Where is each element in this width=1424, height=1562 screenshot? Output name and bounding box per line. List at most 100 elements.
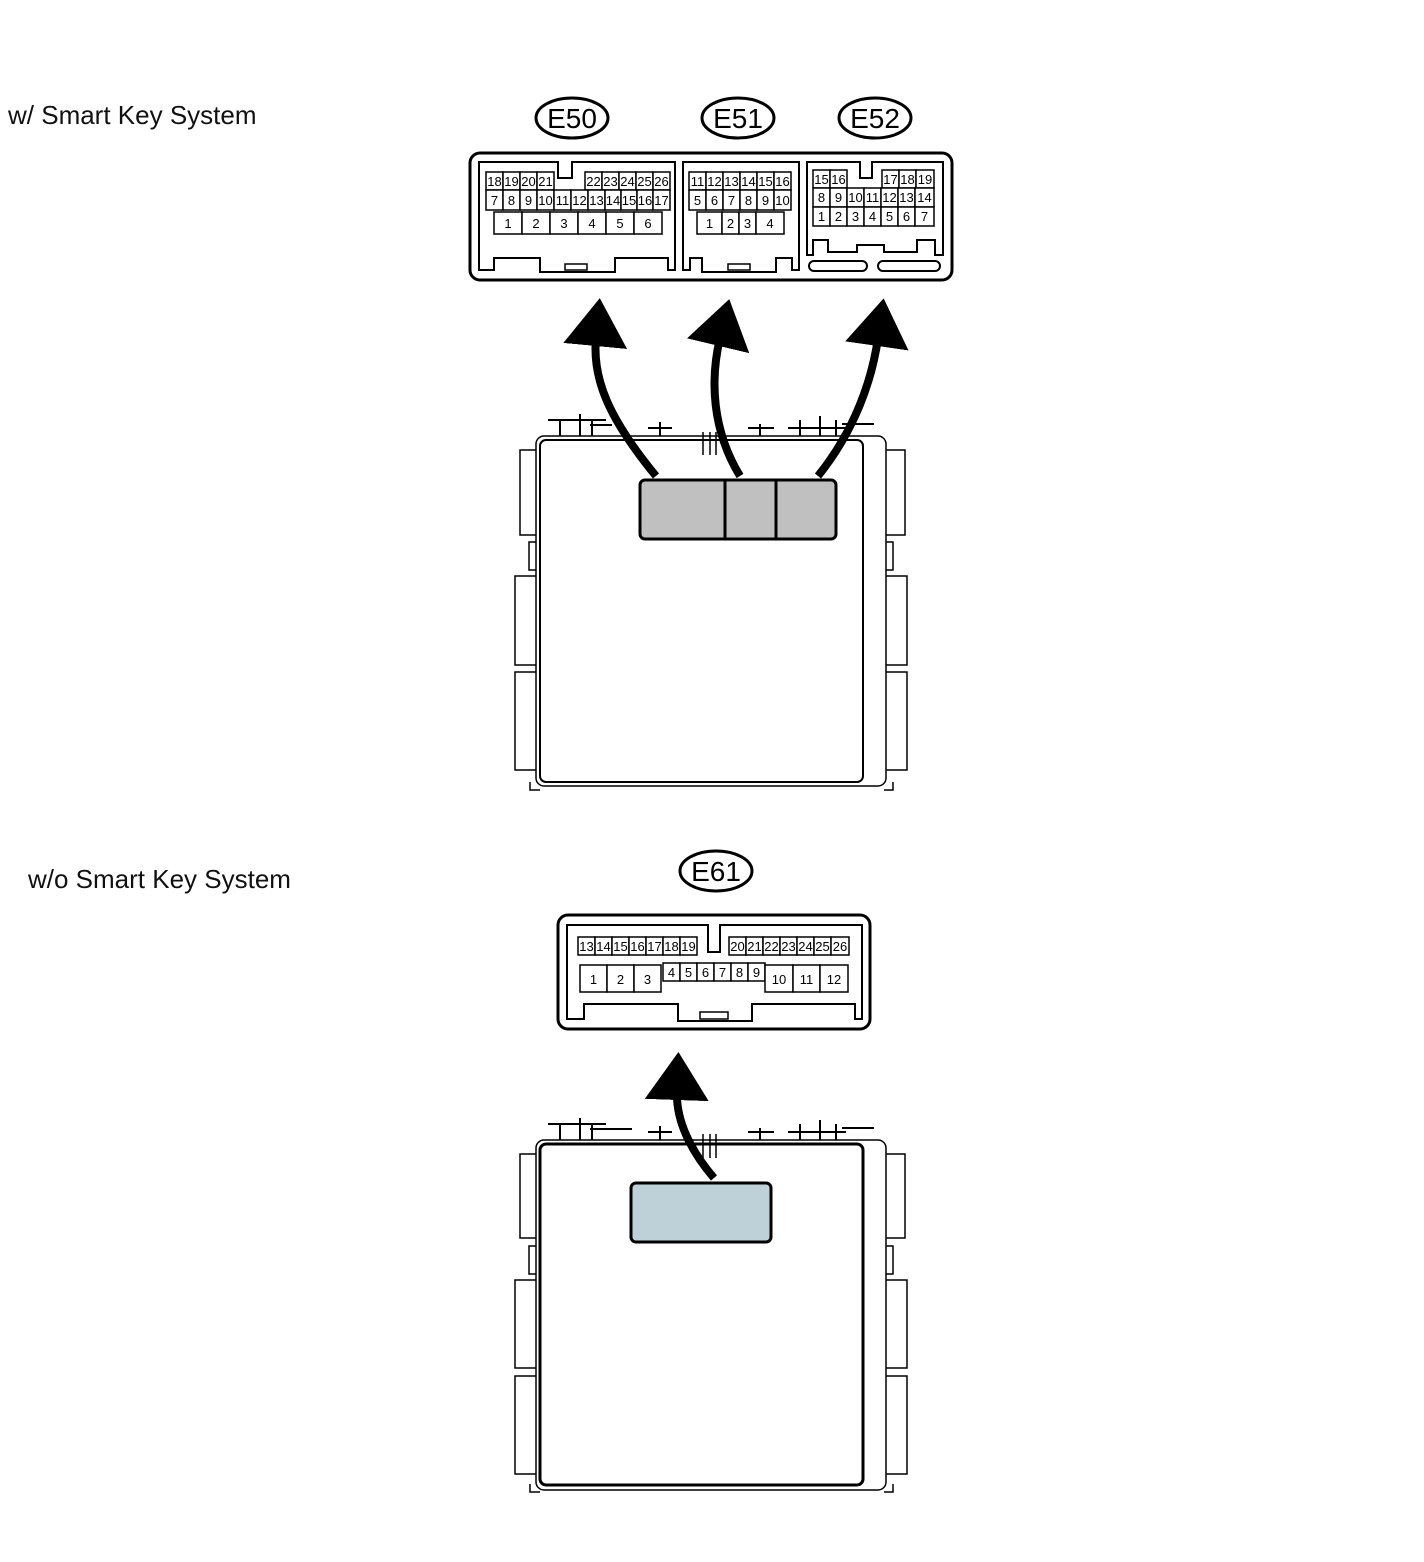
svg-text:15: 15 <box>622 193 636 208</box>
svg-text:25: 25 <box>637 174 651 189</box>
svg-text:2: 2 <box>617 972 624 987</box>
svg-text:2: 2 <box>532 216 539 231</box>
svg-text:7: 7 <box>719 965 726 980</box>
svg-text:13: 13 <box>899 190 913 205</box>
svg-text:6: 6 <box>903 209 910 224</box>
arrow-to-e61 <box>644 1052 718 1181</box>
svg-text:16: 16 <box>630 939 644 954</box>
connector-housing-e61 <box>556 913 872 1031</box>
svg-text:3: 3 <box>560 216 567 231</box>
svg-text:2: 2 <box>727 216 734 231</box>
svg-text:19: 19 <box>504 174 518 189</box>
svg-text:1: 1 <box>818 209 825 224</box>
svg-text:19: 19 <box>918 172 932 187</box>
svg-text:25: 25 <box>815 939 829 954</box>
svg-text:13: 13 <box>589 193 603 208</box>
connector-tag-label: E61 <box>691 856 741 887</box>
svg-text:3: 3 <box>852 209 859 224</box>
svg-text:23: 23 <box>603 174 617 189</box>
svg-text:1: 1 <box>504 216 511 231</box>
pin-grid-e61 <box>577 936 850 993</box>
svg-text:5: 5 <box>694 193 701 208</box>
svg-text:26: 26 <box>654 174 668 189</box>
svg-text:1: 1 <box>590 972 597 987</box>
arrow-to-e50 <box>563 298 660 479</box>
svg-text:14: 14 <box>596 939 610 954</box>
pin-labels-e52: 15 16 17 18 19 8 9 10 11 12 13 14 1 2 3 … <box>814 172 932 224</box>
svg-text:21: 21 <box>538 174 552 189</box>
section-without-smart-key: E61 <box>514 849 908 1493</box>
connector-housing-smart <box>468 151 954 282</box>
svg-text:6: 6 <box>702 965 709 980</box>
connector-tag-e61: E61 <box>678 849 754 893</box>
svg-text:12: 12 <box>827 972 841 987</box>
svg-text:11: 11 <box>866 190 880 205</box>
caption-without-smart-key: w/o Smart Key System <box>28 864 291 894</box>
ecu-receptacle-standard <box>629 1181 773 1244</box>
svg-text:4: 4 <box>668 965 675 980</box>
svg-text:14: 14 <box>606 193 620 208</box>
connector-tag-e51: E51 <box>700 96 776 140</box>
pin-labels-e51: 11 12 13 14 15 16 5 6 7 8 9 10 1 2 3 4 <box>691 174 790 231</box>
svg-text:5: 5 <box>685 965 692 980</box>
svg-text:8: 8 <box>508 193 515 208</box>
pin-grid-e52 <box>812 169 935 227</box>
svg-text:18: 18 <box>900 172 914 187</box>
svg-text:6: 6 <box>644 216 651 231</box>
svg-text:5: 5 <box>886 209 893 224</box>
connector-tag-e52: E52 <box>837 96 913 140</box>
svg-text:15: 15 <box>758 174 772 189</box>
svg-text:7: 7 <box>921 209 928 224</box>
svg-text:22: 22 <box>586 174 600 189</box>
arrow-to-e52 <box>814 298 909 479</box>
svg-text:12: 12 <box>572 193 586 208</box>
svg-text:11: 11 <box>691 174 705 189</box>
svg-text:9: 9 <box>835 190 842 205</box>
svg-text:3: 3 <box>744 216 751 231</box>
svg-text:10: 10 <box>538 193 552 208</box>
svg-text:9: 9 <box>525 193 532 208</box>
ecu-body-smart <box>514 414 908 791</box>
svg-text:4: 4 <box>766 216 773 231</box>
svg-text:10: 10 <box>848 190 862 205</box>
svg-text:11: 11 <box>800 972 814 987</box>
svg-text:17: 17 <box>883 172 897 187</box>
svg-text:2: 2 <box>835 209 842 224</box>
svg-text:6: 6 <box>711 193 718 208</box>
arrows-smart <box>563 298 909 479</box>
pin-labels-e50: 18 19 20 21 22 23 24 25 26 7 8 9 10 11 1… <box>487 174 668 231</box>
svg-text:20: 20 <box>730 939 744 954</box>
svg-text:4: 4 <box>869 209 876 224</box>
svg-text:13: 13 <box>724 174 738 189</box>
svg-text:4: 4 <box>588 216 595 231</box>
caption-with-smart-key: w/ Smart Key System <box>8 100 257 130</box>
arrow-to-e51 <box>687 299 750 479</box>
svg-text:18: 18 <box>664 939 678 954</box>
pin-grid-e51 <box>688 171 792 235</box>
arrows-standard <box>644 1052 718 1181</box>
svg-text:24: 24 <box>620 174 634 189</box>
ecu-body-standard <box>514 1118 908 1493</box>
svg-text:15: 15 <box>814 172 828 187</box>
connector-tag-e50: E50 <box>534 96 610 140</box>
connector-tag-label: E50 <box>547 103 597 134</box>
svg-text:23: 23 <box>781 939 795 954</box>
svg-text:22: 22 <box>764 939 778 954</box>
svg-text:21: 21 <box>747 939 761 954</box>
svg-text:9: 9 <box>753 965 760 980</box>
svg-text:15: 15 <box>613 939 627 954</box>
svg-text:12: 12 <box>707 174 721 189</box>
svg-text:16: 16 <box>831 172 845 187</box>
svg-text:7: 7 <box>728 193 735 208</box>
svg-text:7: 7 <box>491 193 498 208</box>
svg-text:10: 10 <box>772 972 786 987</box>
svg-text:8: 8 <box>745 193 752 208</box>
svg-text:8: 8 <box>818 190 825 205</box>
svg-text:13: 13 <box>579 939 593 954</box>
section-with-smart-key: E50 E51 E52 <box>468 96 954 791</box>
svg-text:17: 17 <box>647 939 661 954</box>
svg-text:5: 5 <box>616 216 623 231</box>
svg-text:1: 1 <box>706 216 713 231</box>
svg-text:18: 18 <box>487 174 501 189</box>
